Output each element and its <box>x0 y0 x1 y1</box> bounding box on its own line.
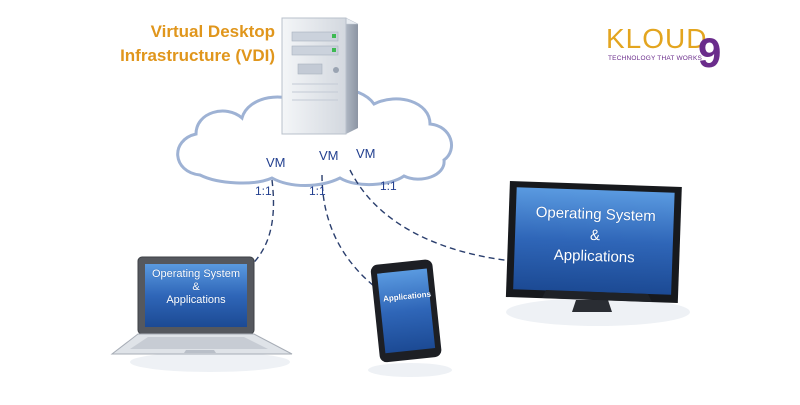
laptop-line2: & <box>192 281 200 293</box>
logo-numeral: 9 <box>698 29 722 76</box>
logo-tagline: TECHNOLOGY THAT WORKS <box>608 55 703 62</box>
ratio-label-monitor: 1:1 <box>380 179 397 193</box>
monitor-icon <box>505 181 690 326</box>
laptop-icon <box>110 256 293 372</box>
logo-wordmark: KLOUD <box>606 23 708 54</box>
tablet-icon <box>368 259 452 377</box>
laptop-line1: Operating System <box>151 268 241 280</box>
diagram-title: Virtual Desktop Infrastructure (VDI) <box>60 20 275 68</box>
title-line1: Virtual Desktop <box>150 22 275 41</box>
laptop-screen-text: Operating System & Applications <box>145 268 247 307</box>
vm-label-center: VM <box>319 148 339 163</box>
vm-label-left: VM <box>266 155 286 170</box>
cloud-icon <box>176 87 453 187</box>
link-tablet-line <box>321 174 391 299</box>
ratio-label-laptop: 1:1 <box>255 184 272 198</box>
server-icon <box>281 17 359 135</box>
monitor-screen-text: Operating System & Applications <box>515 201 675 269</box>
vm-label-right: VM <box>356 146 376 161</box>
title-line2: Infrastructure (VDI) <box>120 46 275 65</box>
kloud9-logo: KLOUD 9 TECHNOLOGY THAT WORKS <box>606 24 736 76</box>
laptop-line3: Applications <box>166 294 226 306</box>
ratio-label-tablet: 1:1 <box>309 184 326 198</box>
link-monitor-line <box>349 169 523 263</box>
